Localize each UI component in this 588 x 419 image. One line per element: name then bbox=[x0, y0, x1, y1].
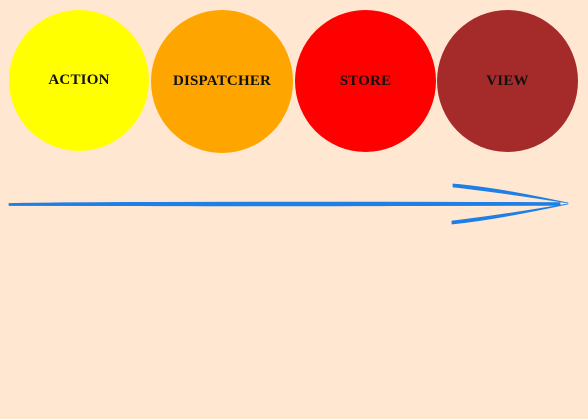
arrow-shaft bbox=[8, 201, 561, 207]
dispatcher-node-label: DISPATCHER bbox=[172, 73, 272, 89]
store-node-label: STORE bbox=[339, 72, 392, 89]
action-node-label: ACTION bbox=[48, 72, 110, 88]
view-node: VIEW bbox=[437, 10, 578, 152]
store-node: STORE bbox=[295, 10, 436, 152]
action-node: ACTION bbox=[9, 10, 149, 151]
arrow-head-upper-stroke bbox=[452, 183, 569, 204]
view-node-label: VIEW bbox=[486, 72, 529, 89]
arrow-head-lower-stroke bbox=[451, 203, 569, 225]
dispatcher-node: DISPATCHER bbox=[151, 10, 293, 153]
